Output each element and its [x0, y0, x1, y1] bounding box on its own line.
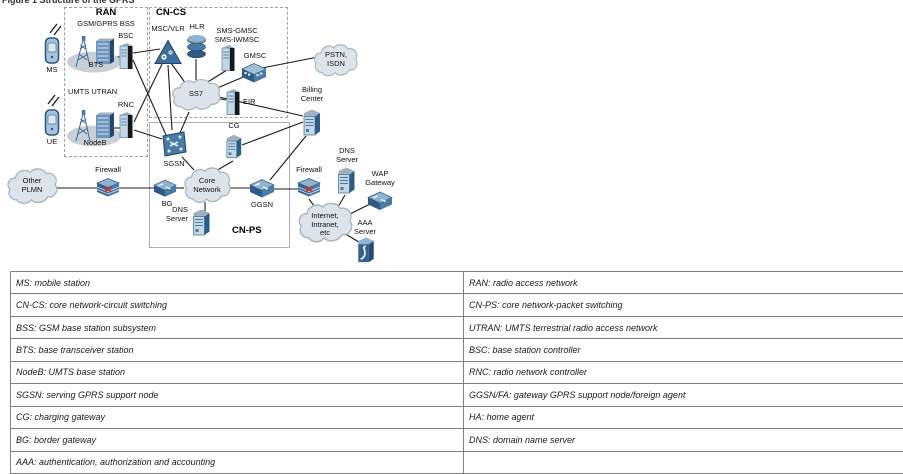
wap-gateway-label: WAP Gateway: [365, 169, 395, 187]
network-diagram: RAN GSM/GPRS BSS CN-CS UMTS UTRAN CN-PS …: [0, 0, 440, 268]
table-cell: BSS: GSM base station subsystem: [11, 316, 464, 339]
table-cell: SGSN: serving GPRS support node: [11, 384, 464, 406]
bts-label: BTS: [88, 60, 104, 69]
cn-ps-title: CN-PS: [232, 225, 262, 236]
aaa-server-icon: [356, 236, 376, 265]
table-cell: RAN: radio access network: [469, 277, 578, 288]
cg-icon: [225, 132, 243, 162]
billing-center-icon: [302, 108, 322, 138]
bsc-icon: [118, 42, 134, 70]
eir-icon: [225, 88, 241, 116]
nodeb-label: NodeB: [83, 138, 107, 147]
sms-gmsc-label: SMS-GMSC SMS-IWMSC: [214, 26, 260, 44]
rnc-label: RNC: [117, 100, 135, 109]
air-interface-slashes: [47, 23, 62, 107]
table-cell: NodeB: UMTS base station: [11, 361, 464, 384]
cn-cs-title: CN-CS: [156, 7, 187, 18]
table-cell: AAA: authentication, authorization and a…: [11, 451, 464, 473]
ggsn-label: GGSN: [250, 200, 274, 209]
table-row: SGSN: serving GPRS support node GGSN/FA:…: [11, 384, 903, 407]
umts-utran-label: UMTS UTRAN: [68, 87, 118, 96]
bg-label: BG: [161, 199, 173, 208]
dns-server-right-icon: [336, 166, 357, 196]
sgsn-label: SGSN: [163, 159, 185, 168]
dns-server-left-label: DNS Server: [165, 205, 188, 223]
table-cell: CN-PS: core network-packet switching: [469, 300, 623, 311]
rnc-icon: [118, 111, 134, 139]
msc-vlr-icon: [154, 39, 182, 65]
bsc-label: BSC: [118, 31, 134, 40]
firewall-right-icon: [297, 176, 321, 200]
table-cell: GGSN/FA: gateway GPRS support node/forei…: [469, 389, 686, 400]
table-cell: BSC: base station controller: [469, 345, 581, 356]
billing-center-label: Billing Center: [300, 85, 324, 103]
abbreviation-table: MS: mobile station RAN: radio access net…: [10, 271, 903, 474]
firewall-left-icon: [96, 176, 120, 200]
cg-label: CG: [228, 121, 240, 130]
sgsn-icon: [160, 130, 188, 158]
gmsc-label: GMSC: [243, 51, 267, 60]
ms-label: MS: [46, 65, 58, 74]
table-cell: CN-CS: core network-circuit switching: [11, 294, 464, 316]
sms-gmsc-icon: [220, 44, 236, 72]
aaa-server-label: AAA Server: [353, 218, 377, 236]
table-cell: [464, 452, 903, 473]
table-cell: UTRAN: UMTS terrestrial radio access net…: [469, 322, 658, 333]
table-row: BSS: GSM base station subsystem UTRAN: U…: [11, 316, 903, 340]
firewall-left-label: Firewall: [95, 165, 121, 174]
table-row: NodeB: UMTS base station RNC: radio netw…: [11, 361, 903, 385]
ue-phone-icon: [44, 109, 60, 136]
gsm-gprs-bss-label: GSM/GPRS BSS: [77, 19, 135, 28]
ran-title: RAN: [95, 7, 117, 18]
table-cell: DNS: domain name server: [469, 434, 576, 445]
hlr-icon: [186, 33, 207, 59]
bg-icon: [153, 176, 177, 200]
table-row: MS: mobile station RAN: radio access net…: [11, 272, 903, 295]
firewall-right-label: Firewall: [296, 165, 322, 174]
table-row: BG: border gateway DNS: domain name serv…: [11, 429, 903, 452]
table-row: AAA: authentication, authorization and a…: [11, 451, 903, 473]
ran-box: [64, 7, 148, 157]
table-row: CN-CS: core network-circuit switching CN…: [11, 294, 903, 317]
pstn-isdn-label: PSTN, ISDN: [324, 50, 348, 68]
table-cell: BG: border gateway: [11, 429, 464, 451]
other-plmn-label: Other PLMN: [21, 176, 43, 194]
ms-phone-icon: [44, 37, 60, 64]
table-cell: RNC: radio network controller: [469, 367, 588, 378]
dns-server-left-icon: [191, 208, 212, 238]
table-cell: CG: charging gateway: [11, 406, 464, 429]
hlr-label: HLR: [189, 22, 205, 31]
internet-label: Internet, Intranet, etc: [311, 211, 339, 237]
gmsc-icon: [241, 62, 267, 84]
cn-ps-box: [149, 122, 290, 248]
table-cell: HA: home agent: [469, 412, 535, 423]
table-row: CG: charging gateway HA: home agent: [11, 406, 903, 430]
figure-caption: Figure 1 Structure of the GPRS: [2, 0, 135, 5]
table-cell: MS: mobile station: [11, 272, 464, 294]
ggsn-icon: [249, 176, 275, 200]
table-cell: BTS: base transceiver station: [11, 339, 464, 361]
msc-vlr-label: MSC/VLR: [151, 24, 185, 33]
ue-label: UE: [46, 137, 58, 146]
table-row: BTS: base transceiver station BSC: base …: [11, 339, 903, 362]
core-network-label: Core Network: [193, 176, 221, 194]
dns-server-right-label: DNS Server: [335, 146, 359, 164]
ss7-label: SS7: [188, 89, 204, 98]
eir-label: EIR: [243, 97, 256, 106]
wap-gateway-icon: [367, 188, 393, 213]
